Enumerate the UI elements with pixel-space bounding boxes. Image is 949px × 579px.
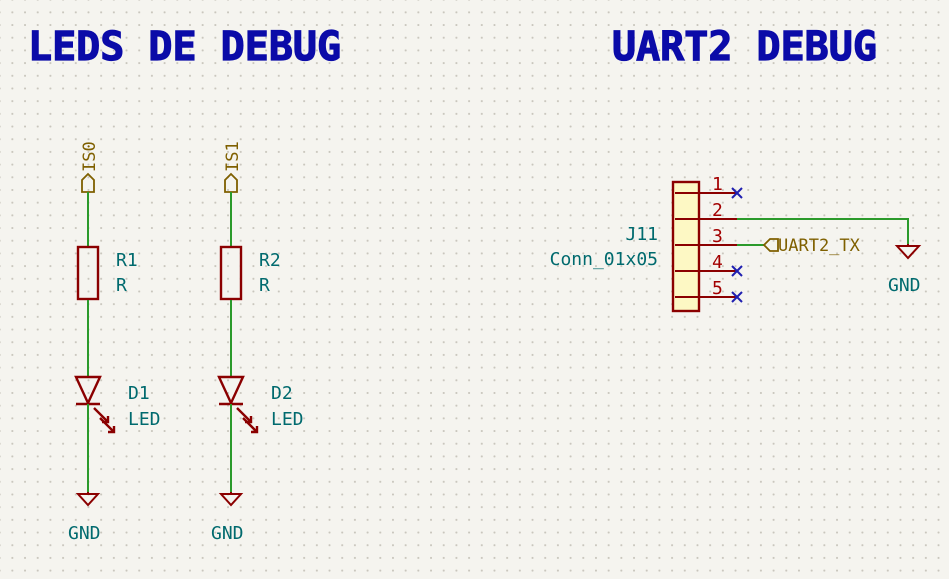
j11-value: Conn_01x05 — [550, 249, 658, 270]
no-connect-flag-pin-1[interactable] — [731, 187, 743, 199]
r1-reference: R1 — [116, 250, 138, 271]
net-flag-is0: IS0 — [80, 141, 100, 193]
j11-reference: J11 — [625, 224, 658, 245]
led-channel-1: IS0 R1 R D1 LED GND — [68, 141, 161, 544]
gnd-label-uart: GND — [888, 275, 921, 296]
r2-value: R — [259, 275, 270, 296]
r1-value: R — [116, 275, 127, 296]
title-uart2-debug: UART2 DEBUG — [612, 24, 877, 70]
led-channel-2: IS1 R2 R D2 LED GND — [211, 141, 304, 544]
input-port-flag — [762, 238, 779, 252]
input-port-flag — [224, 172, 238, 193]
r2-reference: R2 — [259, 250, 281, 271]
no-connect-flag-pin-5[interactable] — [731, 291, 743, 303]
pin-number-1: 1 — [712, 174, 723, 195]
input-port-flag — [81, 172, 95, 193]
title-leds-de-debug: LEDS DE DEBUG — [28, 24, 341, 70]
connector-body[interactable] — [671, 180, 701, 313]
gnd-label-1: GND — [68, 523, 101, 544]
net-label-is1[interactable]: IS1 — [223, 141, 243, 172]
d2-value: LED — [271, 409, 304, 430]
pin-number-5: 5 — [712, 278, 723, 299]
d2-reference: D2 — [271, 383, 293, 404]
led-d1-symbol[interactable] — [74, 375, 116, 434]
gnd-symbol-uart — [894, 244, 922, 260]
gnd-label-2: GND — [211, 523, 244, 544]
pin-number-3: 3 — [712, 226, 723, 247]
no-connect-flag-pin-4[interactable] — [731, 265, 743, 277]
net-label-is0[interactable]: IS0 — [80, 141, 100, 172]
d1-value: LED — [128, 409, 161, 430]
resistor-r1-body[interactable] — [76, 245, 100, 301]
d1-reference: D1 — [128, 383, 150, 404]
uart-connector-j11: J11 Conn_01x05 1 2 3 4 5 — [550, 174, 922, 313]
pin-number-2: 2 — [712, 200, 723, 221]
gnd-symbol-1 — [75, 492, 101, 507]
resistor-r2-body[interactable] — [219, 245, 243, 301]
net-flag-is1: IS1 — [223, 141, 243, 193]
wire-pin2-gnd[interactable] — [737, 218, 909, 244]
net-label-uart2-tx[interactable]: UART2_TX — [778, 236, 861, 256]
gnd-symbol-2 — [218, 492, 244, 507]
pin-number-4: 4 — [712, 252, 723, 273]
led-d2-symbol[interactable] — [217, 375, 259, 434]
